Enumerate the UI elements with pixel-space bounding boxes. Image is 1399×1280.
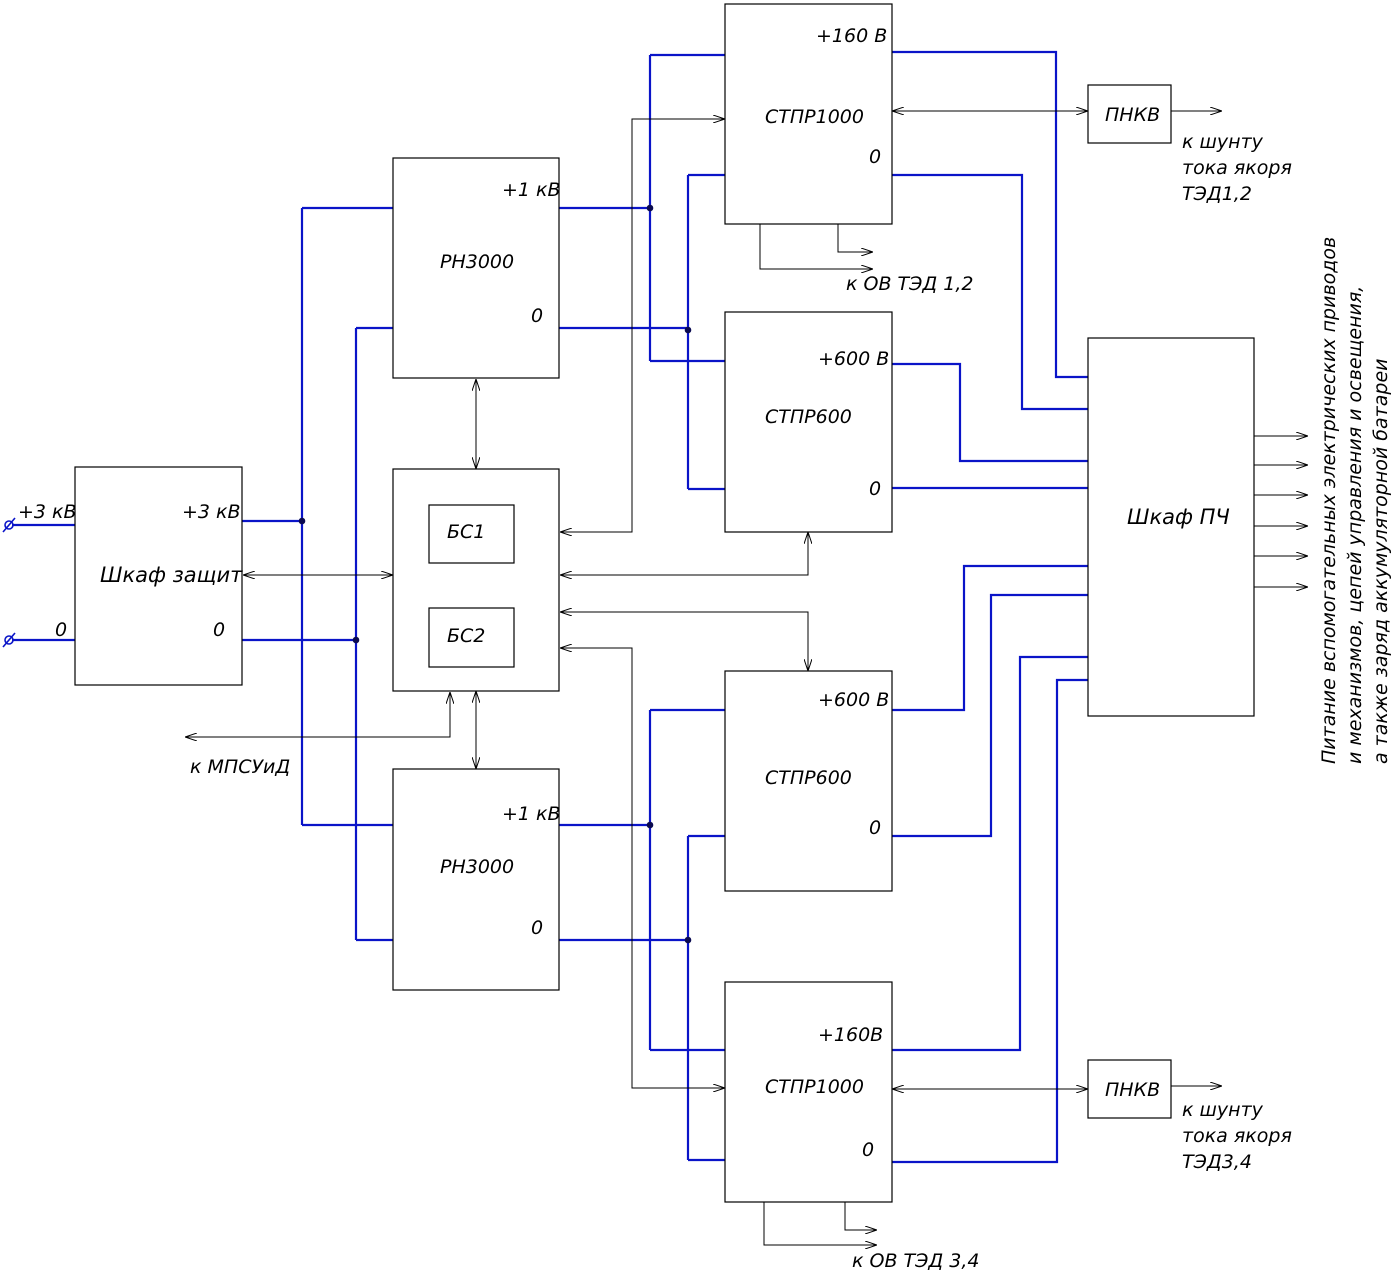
link-bs-stpr600-top: [560, 532, 808, 575]
stpr600-top-plus-label: +600 В: [818, 348, 889, 370]
pnkv-top-note: к шунту тока якоря ТЭД1,2: [1182, 131, 1298, 205]
junction-dot: [684, 936, 692, 944]
rn3000-bottom-title: РН3000: [440, 856, 514, 878]
pch-output-note-line: Питание вспомогательных электрических пр…: [1318, 237, 1340, 764]
signal-lines: [185, 111, 1308, 1245]
bus-rn-top-plus: [559, 53, 725, 363]
pnkv-bottom-note: к шунту тока якоря ТЭД3,4: [1182, 1099, 1298, 1173]
input-zero-label: 0: [55, 619, 67, 641]
stpr1000-top-block: СТПР1000 +160 В 0: [724, 3, 893, 225]
pnkv-top-title: ПНКВ: [1105, 104, 1160, 126]
stpr1000-bottom-plus-label: +160В: [818, 1024, 883, 1046]
ov-bottom-lead-b: [844, 1202, 877, 1230]
bus-3kv-plus: [242, 206, 393, 827]
ov-top-label: к ОВ ТЭД 1,2: [846, 273, 974, 295]
stpr600-top-title: СТПР600: [765, 406, 852, 428]
pnkv-bottom-note-line: к шунту: [1182, 1099, 1264, 1121]
junction-dot: [646, 821, 654, 829]
shkaf-zashchit-zero-label: 0: [213, 619, 225, 641]
stpr600-bottom-block: СТПР600 +600 В 0: [724, 670, 893, 892]
pnkv-bottom-note-line: ТЭД3,4: [1182, 1151, 1252, 1173]
bs-block: БС1 БС2: [392, 468, 560, 692]
bus-rn-top-zero: [559, 173, 725, 491]
bus-stpr1000-bottom-plus: [892, 655, 1088, 1052]
rn3000-bottom-zero-label: 0: [531, 917, 543, 939]
shkaf-pch-block: Шкаф ПЧ: [1087, 337, 1255, 717]
pnkv-bottom-title: ПНКВ: [1105, 1079, 1160, 1101]
shkaf-zashchit-title: Шкаф защит: [100, 563, 243, 587]
ov-top-lead-a: [759, 224, 873, 269]
bus-stpr1000-top-plus: [892, 50, 1088, 379]
pnkv-bottom-block: ПНКВ: [1087, 1059, 1172, 1119]
link-bs-mpsuid: [185, 692, 450, 737]
bs1-label: БС1: [447, 521, 485, 543]
bs2-label: БС2: [447, 625, 485, 647]
bus-stpr600-bottom-zero: [892, 593, 1088, 838]
pnkv-top-note-line: тока якоря: [1182, 157, 1292, 179]
pnkv-top-note-line: ТЭД1,2: [1182, 183, 1252, 205]
input-plus-label: +3 кВ: [18, 501, 77, 523]
junction-dot: [684, 326, 692, 334]
shkaf-pch-title: Шкаф ПЧ: [1127, 505, 1230, 529]
junction-dot: [298, 517, 306, 525]
link-bs-stpr1000-bottom: [560, 648, 725, 1088]
pnkv-top-block: ПНКВ: [1087, 84, 1172, 144]
stpr600-bottom-zero-label: 0: [869, 817, 881, 839]
stpr600-bottom-plus-label: +600 В: [818, 689, 889, 711]
ov-bottom-lead-a: [763, 1202, 877, 1245]
stpr1000-top-title: СТПР1000: [765, 106, 864, 128]
pnkv-bottom-note-line: тока якоря: [1182, 1125, 1292, 1147]
junction-dot: [646, 204, 654, 212]
rn3000-top-block: РН3000 +1 кВ 0: [392, 157, 561, 379]
rn3000-bottom-block: РН3000 +1 кВ 0: [392, 768, 561, 991]
stpr1000-top-plus-label: +160 В: [816, 25, 887, 47]
ov-bottom-label: к ОВ ТЭД 3,4: [852, 1250, 980, 1272]
shkaf-zashchit-plus-label: +3 кВ: [182, 501, 241, 523]
stpr1000-top-zero-label: 0: [869, 146, 881, 168]
link-bs-stpr1000-top: [560, 119, 725, 532]
pch-output-note: Питание вспомогательных электрических пр…: [1318, 231, 1392, 764]
mpsuid-label: к МПСУиД: [190, 756, 290, 778]
pch-output-note-line: и механизмов, цепей управления и освещен…: [1344, 286, 1366, 764]
stpr600-top-block: СТПР600 +600 В 0: [724, 311, 893, 533]
stpr1000-bottom-block: СТПР1000 +160В 0: [724, 981, 893, 1203]
rn3000-top-title: РН3000: [440, 251, 514, 273]
junction-dot: [352, 636, 360, 644]
stpr1000-bottom-zero-label: 0: [862, 1139, 874, 1161]
pnkv-top-note-line: к шунту: [1182, 131, 1264, 153]
rn3000-bottom-plus-label: +1 кВ: [502, 803, 561, 825]
bus-stpr1000-bottom-zero: [892, 678, 1088, 1164]
bus-rn-bottom-plus: [559, 708, 725, 1052]
rn3000-top-zero-label: 0: [531, 305, 543, 327]
bus-stpr600-bottom-plus: [892, 564, 1088, 712]
stpr1000-bottom-title: СТПР1000: [765, 1076, 864, 1098]
pch-output-note-line: а также заряд аккумуляторной батареи: [1370, 359, 1392, 764]
ov-top-lead-b: [837, 224, 873, 252]
rn3000-top-plus-label: +1 кВ: [502, 179, 561, 201]
link-bs-stpr600-bottom: [560, 612, 808, 671]
shkaf-zashchit-block: Шкаф защит +3 кВ 0: [74, 466, 243, 686]
bus-3kv-zero: [242, 326, 393, 942]
bus-stpr600-top-plus: [892, 362, 1088, 463]
terminal-circle-icon: [2, 517, 16, 648]
bus-stpr1000-top-zero: [892, 173, 1088, 411]
bus-rn-bottom-zero: [559, 834, 725, 1162]
stpr600-bottom-title: СТПР600: [765, 767, 852, 789]
stpr600-top-zero-label: 0: [869, 478, 881, 500]
